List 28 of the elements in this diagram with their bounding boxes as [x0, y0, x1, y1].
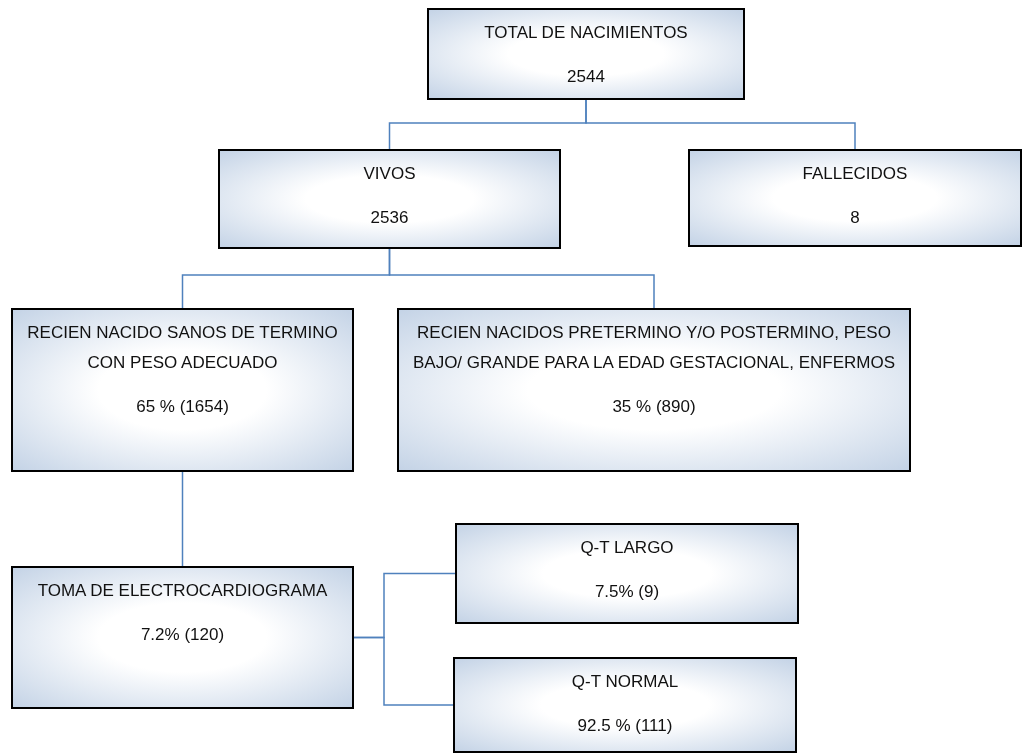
node-box [427, 8, 745, 100]
node-box [11, 308, 354, 472]
node-value: 65 % (1654) [136, 396, 229, 418]
node-title: VIVOS [363, 163, 416, 185]
node-value: 92.5 % (111) [577, 715, 673, 737]
node-box [397, 308, 911, 472]
node-box [455, 523, 799, 624]
node-box [688, 149, 1022, 247]
node-value: 7.5% (9) [594, 581, 660, 603]
node-title: Q-T NORMAL [571, 671, 679, 693]
node-value: 2536 [370, 207, 409, 229]
connector-line [585, 99, 856, 150]
connector-line [388, 248, 655, 309]
node-box [453, 657, 797, 753]
node-value: 8 [850, 207, 860, 229]
node-value: 35 % (890) [612, 396, 696, 418]
node-title: Q-T LARGO [580, 537, 674, 559]
connector-line [181, 471, 184, 567]
node-title: RECIEN NACIDOS PRETERMINO Y/O POSTERMINO, PESO BAJO/ GRANDE PARA LA EDAD GESTACIONAL, ENFERMOS [411, 322, 897, 374]
node-box [218, 149, 561, 249]
node-value: 7.2% (120) [140, 624, 225, 646]
node-title: TOTAL DE NACIMIENTOS [484, 22, 688, 44]
node-title: TOMA DE ELECTROCARDIOGRAMA [37, 580, 328, 602]
node-value: 2544 [567, 66, 605, 88]
node-title: RECIEN NACIDO SANOS DE TERMINO CON PESO ADECUADO [26, 322, 339, 374]
connector-line [353, 636, 454, 706]
node-title: FALLECIDOS [802, 163, 908, 185]
node-box [11, 566, 354, 709]
